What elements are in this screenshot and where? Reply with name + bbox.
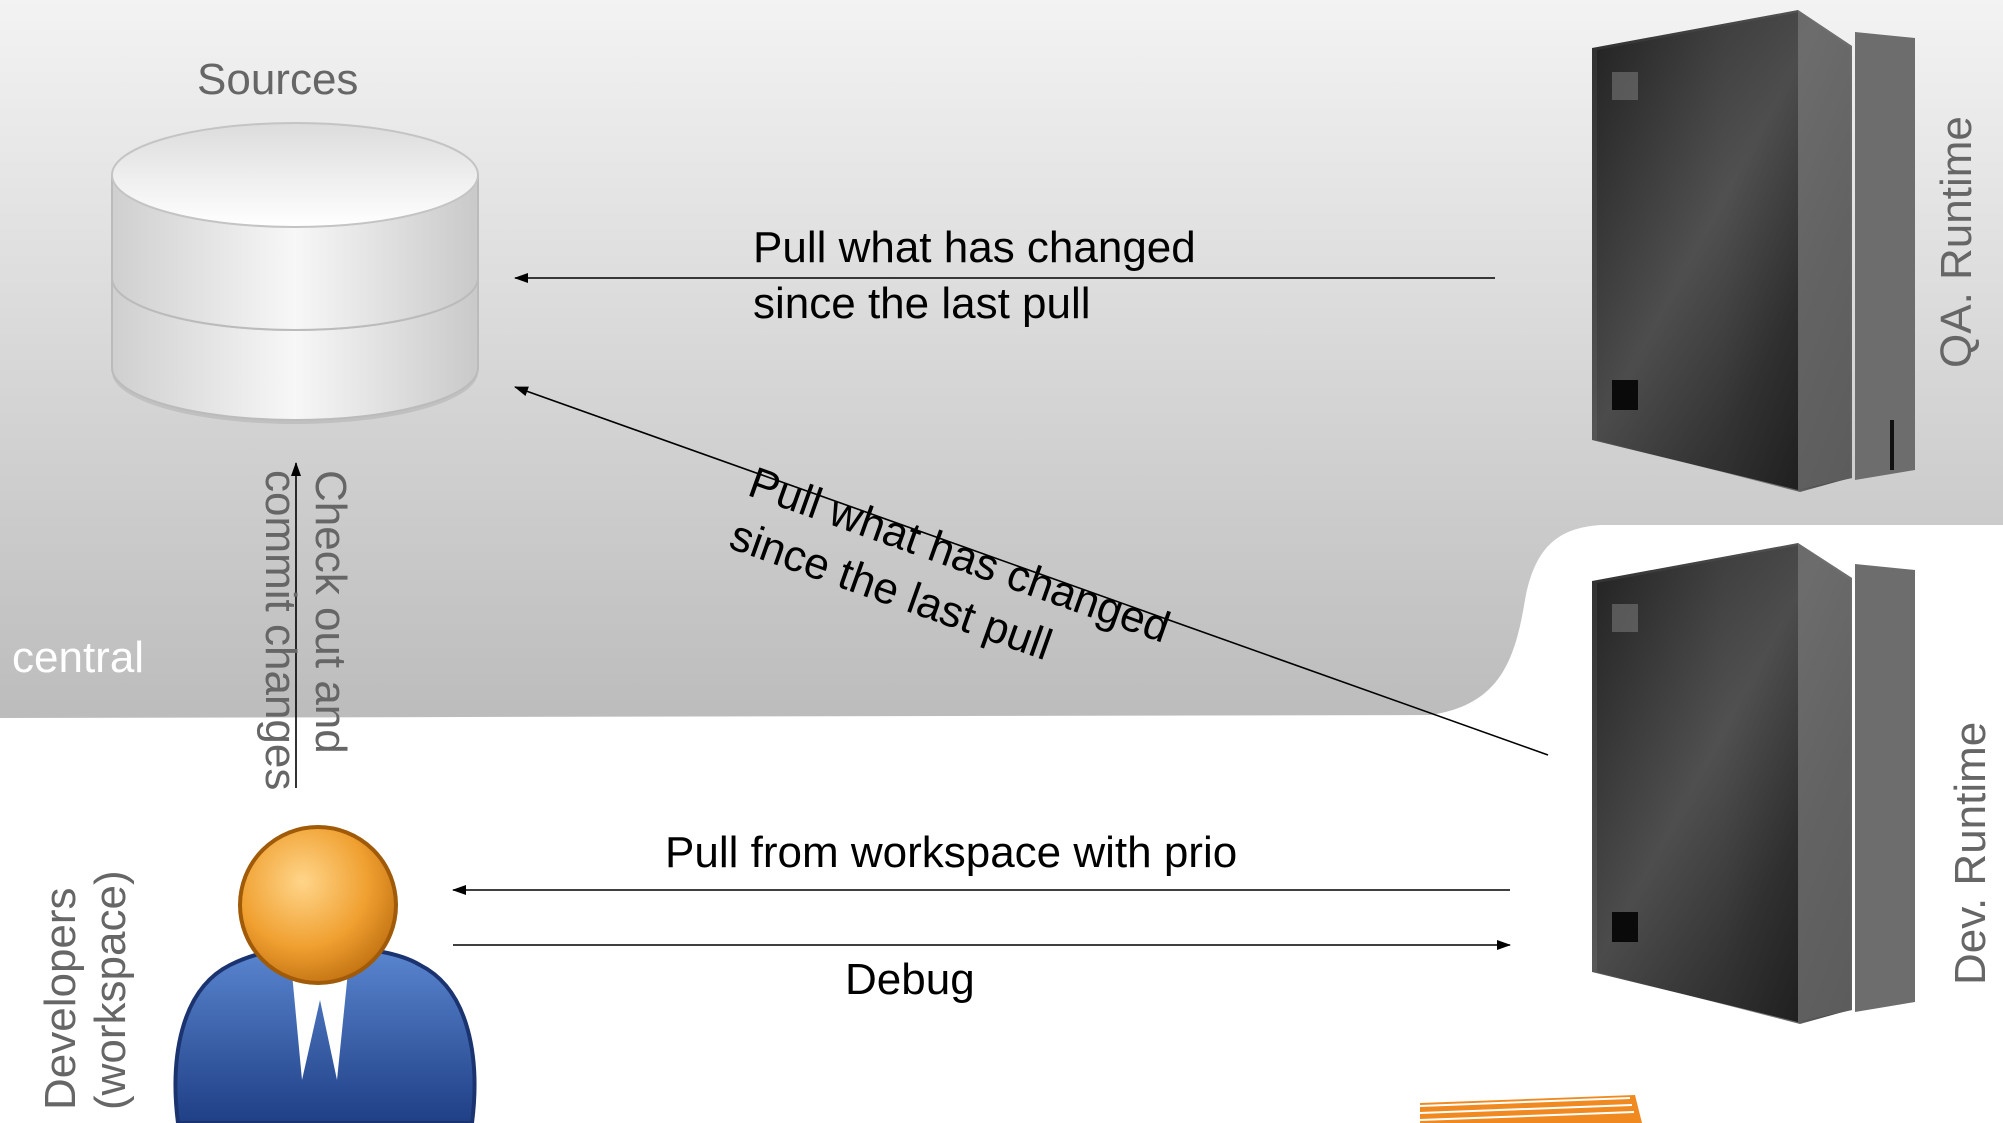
logo-fragment xyxy=(1419,1095,1642,1123)
dev-runtime-label: Dev. Runtime xyxy=(1946,721,1995,985)
debug-label: Debug xyxy=(845,955,975,1004)
checkout-label-line2: commit changes xyxy=(256,470,305,791)
developers-label: Developers (workspace) xyxy=(36,870,136,1110)
qa-pull-label: Pull what has changed since the last pul… xyxy=(753,220,1196,332)
checkout-label-line1: Check out and xyxy=(306,470,355,754)
central-zone xyxy=(0,0,2003,718)
qa-runtime-label: QA. Runtime xyxy=(1932,116,1981,368)
user-icon xyxy=(173,825,477,1123)
server-icon xyxy=(1592,10,1915,492)
dev-pull-arrow xyxy=(514,386,1549,756)
central-zone-label: central xyxy=(12,633,145,682)
workspace-pull-label: Pull from workspace with prio xyxy=(665,828,1238,877)
server-icon xyxy=(1592,543,1915,1024)
developers-label-line1: Developers xyxy=(36,887,85,1110)
sources-label: Sources xyxy=(197,55,359,104)
qa-pull-label-line2: since the last pull xyxy=(753,279,1091,328)
developers-label-line2: (workspace) xyxy=(86,870,135,1110)
checkout-label: Check out and commit changes xyxy=(255,470,355,790)
qa-pull-label-line1: Pull what has changed xyxy=(753,223,1196,272)
database-icon xyxy=(111,122,479,424)
